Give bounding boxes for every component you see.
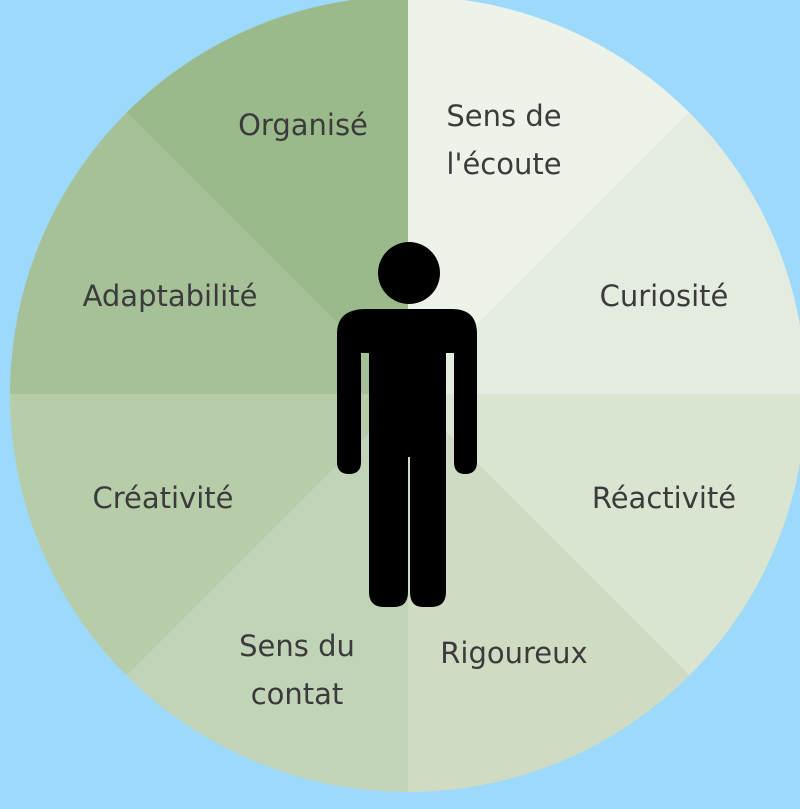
wheel-segment	[10, 394, 408, 676]
segment-label-line: Sens du	[239, 629, 355, 663]
person-icon	[337, 242, 477, 607]
wheel-segment	[408, 394, 690, 792]
wheel-segment	[408, 112, 800, 394]
segment-label: Réactivité	[592, 481, 736, 515]
wheel-segment	[126, 394, 408, 792]
segment-label: Sens du contat	[239, 629, 355, 711]
segment-label: Créativité	[92, 481, 233, 515]
segment-label-line: Organisé	[238, 108, 368, 142]
segment-label-line: l'écoute	[446, 147, 561, 181]
segment-label: Curiosité	[600, 279, 729, 313]
segment-label-line: contat	[251, 677, 344, 711]
segment-label-line: Rigoureux	[440, 636, 587, 670]
segment-label: Adaptabilité	[83, 279, 258, 313]
segment-label-line: Curiosité	[600, 279, 729, 313]
segment-label-line: Réactivité	[592, 481, 736, 515]
wheel-segments	[10, 0, 800, 792]
wheel-labels: Sens de l'écouteCuriositéRéactivitéRigour…	[83, 99, 737, 711]
wheel-segment	[10, 112, 408, 394]
segment-label-line: Créativité	[92, 481, 233, 515]
wheel-segment	[408, 394, 800, 676]
wheel-segment	[126, 0, 408, 394]
segment-label-line: Adaptabilité	[83, 279, 258, 313]
wheel-segment	[408, 0, 690, 394]
segment-label: Organisé	[238, 108, 368, 142]
segment-label-line: Sens de	[446, 99, 561, 133]
segment-label: Sens de l'écoute	[446, 99, 561, 181]
segment-label: Rigoureux	[440, 636, 587, 670]
